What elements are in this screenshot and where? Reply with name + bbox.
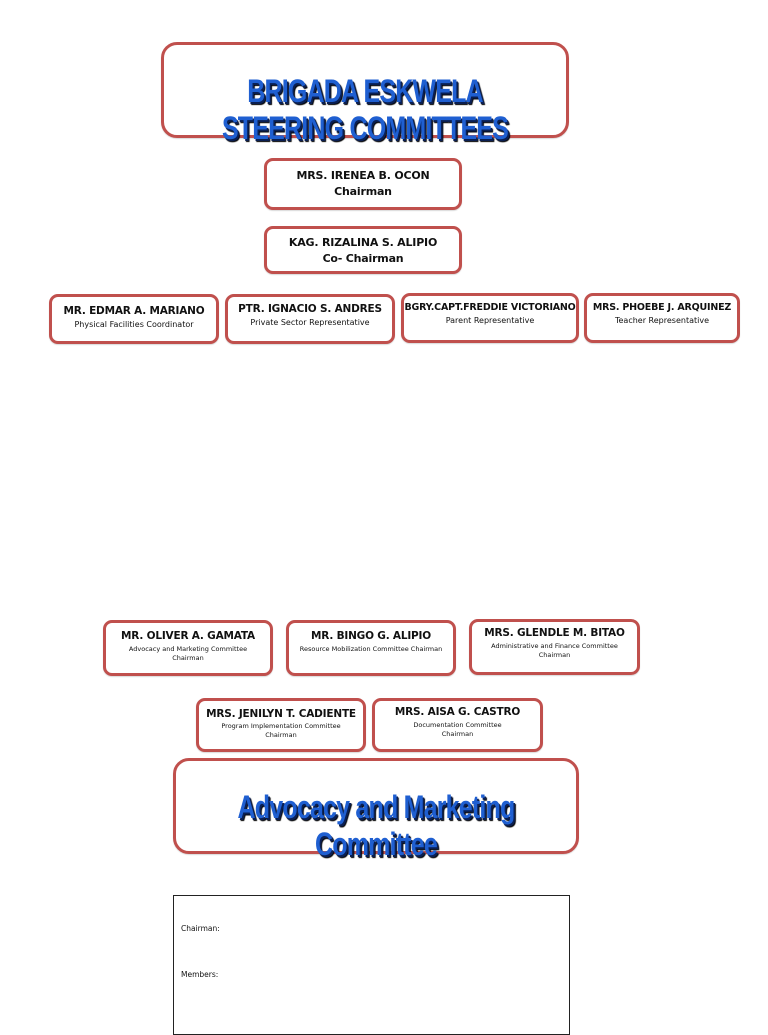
chairman-name: MRS. IRENEA B. OCON [296,169,430,182]
member-box-private-sector: PTR. IGNACIO S. ANDRES Private Sector Re… [225,294,395,344]
committee-chair-box-finance: MRS. GLENDLE M. BITAO Administrative and… [469,619,640,675]
committee-chair-box-documentation: MRS. AISA G. CASTRO Documentation Commit… [372,698,543,752]
main-title-line1: BRIGADA ESKWELA [247,73,483,109]
member-name: MRS. PHOEBE J. ARQUINEZ [592,302,732,313]
section-title-box: Advocacy and Marketing Committee [173,758,579,860]
committee-chair-box-program: MRS. JENILYN T. CADIENTE Program Impleme… [196,698,366,752]
member-name: PTR. IGNACIO S. ANDRES [238,303,382,315]
co-chairman-name: KAG. RIZALINA S. ALIPIO [288,236,438,249]
member-box-parent: BGRY.CAPT.FREDDIE VICTORIANO Parent Repr… [401,293,579,343]
committee-chair-role-line2: Chairman [172,654,204,662]
committee-chair-box-resource: MR. BINGO G. ALIPIO Resource Mobilizatio… [286,620,456,676]
member-role: Private Sector Representative [250,318,370,327]
section-title-line2: Committee [315,826,438,862]
committee-chair-role: Advocacy and Marketing Committee [128,645,248,653]
committee-chair-name: MRS. JENILYN T. CADIENTE [206,708,356,720]
committee-chair-role-line2: Chairman [538,651,571,659]
committee-roster-form: Chairman: Members: [173,895,570,1035]
committee-chair-role: Documentation Committee [413,721,502,729]
co-chairman-box: KAG. RIZALINA S. ALIPIO Co- Chairman [264,226,462,274]
chairman-role: Chairman [334,185,392,198]
committee-chair-role-line2: Chairman [265,731,297,739]
committee-chair-box-advocacy: MR. OLIVER A. GAMATA Advocacy and Market… [103,620,273,676]
committee-chair-name: MR. OLIVER A. GAMATA [121,630,255,642]
members-label: Members: [181,970,219,979]
member-name: MR. EDMAR A. MARIANO [63,305,205,317]
chairman-box: MRS. IRENEA B. OCON Chairman [264,158,462,210]
committee-chair-role-line2: Chairman [441,730,474,738]
committee-chair-name: MRS. GLENDLE M. BITAO [484,627,625,639]
main-title-box: BRIGADA ESKWELA STEERING COMMITTEES [161,42,569,144]
member-box-teacher: MRS. PHOEBE J. ARQUINEZ Teacher Represen… [584,293,740,343]
section-title-line1: Advocacy and Marketing [237,789,516,825]
committee-chair-name: MRS. AISA G. CASTRO [394,706,521,718]
main-title-line2: STEERING COMMITTEES [221,110,509,146]
member-role: Parent Representative [445,316,535,325]
chairman-label: Chairman: [181,924,220,933]
member-role: Physical Facilities Coordinator [74,320,194,329]
member-name: BGRY.CAPT.FREDDIE VICTORIANO [404,302,576,313]
committee-chair-role: Program Implementation Committee [221,722,341,730]
committee-chair-name: MR. BINGO G. ALIPIO [311,630,431,642]
co-chairman-role: Co- Chairman [322,252,404,265]
member-box-facilities: MR. EDMAR A. MARIANO Physical Facilities… [49,294,219,344]
committee-chair-role: Resource Mobilization Committee Chairman [299,645,443,653]
member-role: Teacher Representative [614,316,710,325]
committee-chair-role: Administrative and Finance Committee [491,642,618,650]
